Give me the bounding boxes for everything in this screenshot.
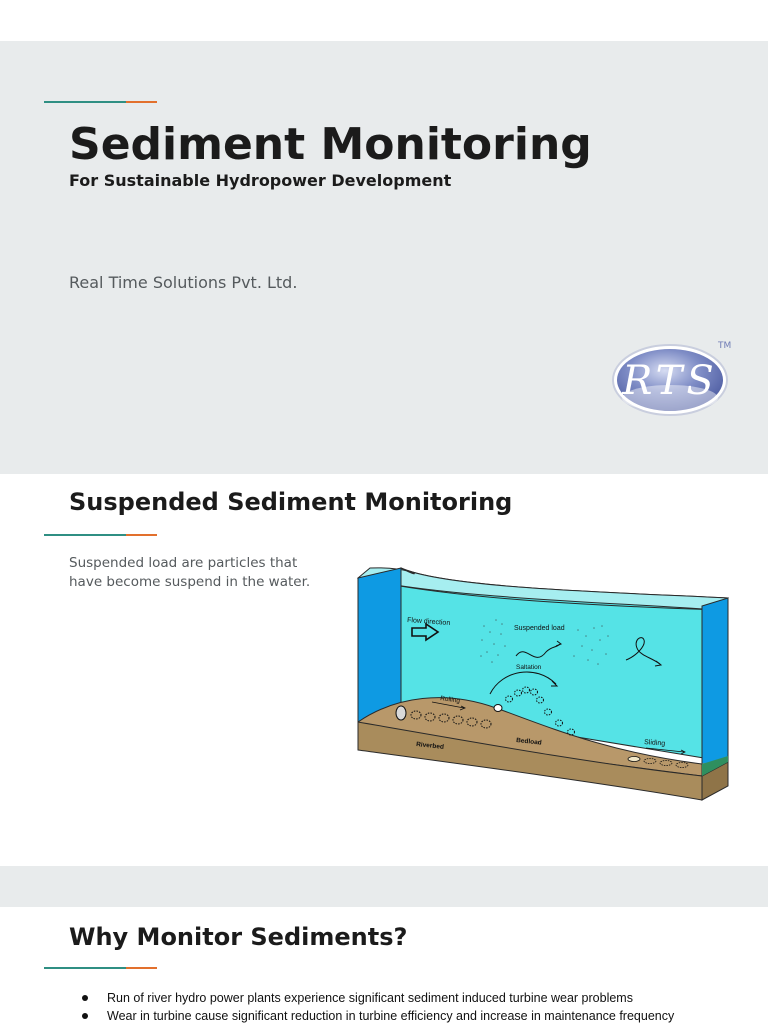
label-saltation: Saltation — [516, 664, 542, 671]
label-suspended-load: Suspended load — [514, 625, 565, 632]
label-flow-direction: Flow direction — [407, 617, 451, 627]
label-bedload: Bedload — [516, 737, 542, 747]
title-slide: Sediment Monitoring For Sustainable Hydr… — [0, 41, 768, 474]
company-name: Real Time Solutions Pvt. Ltd. — [69, 273, 298, 292]
slide-title: Why Monitor Sediments? — [69, 923, 408, 951]
logo-text: RTS — [621, 358, 718, 404]
accent-line — [44, 534, 157, 536]
slide-title: Sediment Monitoring — [69, 119, 592, 170]
label-sliding: Sliding — [644, 739, 666, 747]
label-riverbed: Riverbed — [416, 741, 444, 751]
slide-body-text: Suspended load are particles that have b… — [69, 555, 311, 590]
label-rolling: Rolling — [440, 695, 461, 705]
accent-line — [44, 967, 157, 969]
why-monitor-slide: Why Monitor Sediments? Run of river hydr… — [0, 907, 768, 1024]
slide-subtitle: For Sustainable Hydropower Development — [69, 171, 452, 190]
suspended-sediment-slide: Suspended Sediment Monitoring Suspended … — [0, 474, 768, 866]
trademark-mark: TM — [717, 341, 731, 351]
bullet-item: Run of river hydro power plants experien… — [80, 989, 674, 1007]
rts-logo: RTS TM — [612, 341, 731, 416]
slide-title: Suspended Sediment Monitoring — [69, 488, 513, 516]
accent-line — [44, 101, 157, 103]
bullet-list: Run of river hydro power plants experien… — [80, 989, 674, 1025]
slide-separator — [0, 866, 768, 907]
bullet-dot — [82, 995, 88, 1001]
sediment-transport-diagram: Flow direction Suspended load Saltation … — [356, 567, 730, 801]
bullet-dot — [82, 1013, 88, 1019]
bullet-item: Wear in turbine cause significant reduct… — [80, 1007, 674, 1025]
